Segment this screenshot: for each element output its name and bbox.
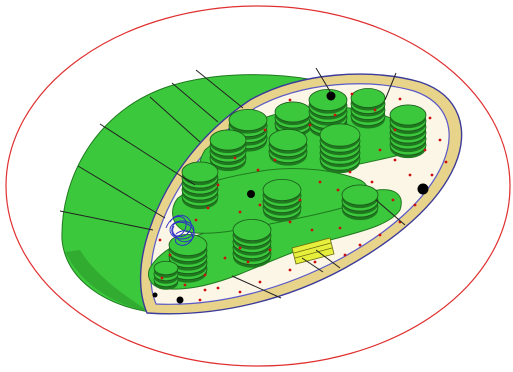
- ribosome-dot: [379, 234, 382, 237]
- ribosome-dot: [247, 261, 250, 264]
- granum-stack: [182, 162, 218, 209]
- ribosome-dot: [399, 98, 402, 101]
- ribosome-dot: [239, 247, 242, 250]
- ribosome-dot: [259, 204, 262, 207]
- granum-stack: [263, 179, 301, 221]
- granum-stack: [233, 219, 271, 267]
- ribosome-dot: [337, 189, 340, 192]
- ribosome-dot: [161, 277, 164, 280]
- ribosome-dot: [409, 174, 412, 177]
- ribosome-dot: [239, 211, 242, 214]
- ribosome-dot: [239, 291, 242, 294]
- ribosome-dot: [359, 244, 362, 247]
- ribosome-dot: [274, 159, 277, 162]
- granum-stack: [390, 105, 426, 158]
- ribosome-dot: [289, 269, 292, 272]
- ribosome-dot: [195, 219, 198, 222]
- ribosome-dot: [439, 139, 442, 142]
- ribosome-dot: [224, 257, 227, 260]
- ribosome-dot: [394, 129, 397, 132]
- ribosome-dot: [269, 249, 272, 252]
- ribosome-dot: [264, 129, 267, 132]
- ribosome-dot: [159, 239, 162, 242]
- ribosome-dot: [349, 171, 352, 174]
- ribosome-dot: [257, 169, 260, 172]
- ribosome-dot: [234, 157, 237, 160]
- ribosome-dot: [374, 109, 377, 112]
- ribosome-dot: [414, 204, 417, 207]
- ribosome-dot: [424, 149, 427, 152]
- ribosome-dot: [334, 114, 337, 117]
- ribosome-dot: [207, 207, 210, 210]
- ribosome-dot: [199, 299, 202, 302]
- ribosome-dot: [299, 199, 302, 202]
- ribosome-dot: [344, 254, 347, 257]
- granum-stack: [351, 88, 385, 128]
- ribosome-dot: [289, 99, 292, 102]
- ribosome-dot: [339, 227, 342, 230]
- ribosome-dot: [311, 229, 314, 232]
- ribosome-dot: [289, 221, 292, 224]
- granum-stack: [320, 124, 360, 173]
- ribosome-dot: [204, 289, 207, 292]
- ribosome-dot: [445, 161, 448, 164]
- ribosome-dot: [394, 159, 397, 162]
- ribosome-dot: [169, 254, 172, 257]
- ribosome-dot: [314, 261, 317, 264]
- granum-stack: [154, 261, 178, 289]
- ribosome-dot: [429, 117, 432, 120]
- ribosome-dot: [319, 181, 322, 184]
- granum-stack: [342, 185, 378, 220]
- ribosome-dot: [431, 174, 434, 177]
- ribosome-dot: [204, 274, 207, 277]
- ribosome-dot: [184, 284, 187, 287]
- ribosome-dot: [351, 93, 354, 96]
- ribosome-dot: [259, 281, 262, 284]
- ribosome-dot: [392, 199, 395, 202]
- ribosome-dot: [217, 184, 220, 187]
- ribosome-dot: [379, 149, 382, 152]
- granum-stack: [210, 130, 246, 171]
- ribosome-dot: [217, 287, 220, 290]
- ribosome-dot: [371, 181, 374, 184]
- ribosome-dot: [309, 124, 312, 127]
